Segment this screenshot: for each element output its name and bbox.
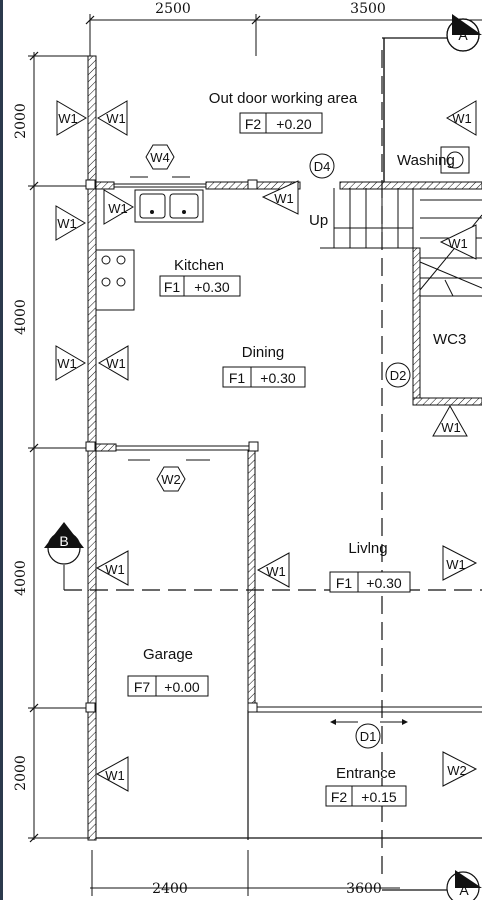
staircase: Up [309,188,482,297]
w1-tag-13: W1 [446,557,466,572]
room-dining-floor: F1 [229,370,246,386]
dim-left-4: 2000 [13,755,29,791]
dimension-top: 2500 3500 [85,1,482,56]
w1-tag-6: W1 [274,191,294,206]
section-lines [63,50,482,880]
section-a-top-label: A [458,27,468,43]
room-kitchen: Kitchen F1 +0.30 [159,257,241,297]
w1-tag-12: W1 [266,564,286,579]
window-tags: W1 W1 W1 W1 W1 W1 W1 W1 W1 W1 W1 W1 W1 [55,100,478,792]
room-dining-level: +0.30 [260,370,296,386]
room-living-name: Livlng [348,540,387,557]
room-outdoor-name: Out door working area [209,90,358,107]
w1-tag-14: W1 [105,768,125,783]
w2-tag-entrance: W2 [447,763,467,778]
room-kitchen-level: +0.30 [194,279,230,295]
w1-tag-5: W1 [108,201,128,216]
frame-edge [0,0,3,900]
walls [85,38,482,841]
d1-tag: D1 [360,729,377,744]
room-entrance-name: Entrance [336,765,396,782]
kitchen-sink [134,189,204,223]
room-living: Livlng F1 +0.30 [329,540,411,593]
w1-tag-3: W1 [452,111,472,126]
room-garage-floor: F7 [134,679,151,695]
w2-tag-garage: W2 [161,472,181,487]
w1-tag-2: W1 [106,111,126,126]
room-outdoor: Out door working area F2 +0.20 [209,90,358,134]
room-living-level: +0.30 [366,575,402,591]
room-garage-name: Garage [143,646,193,663]
room-outdoor-floor: F2 [245,116,262,132]
room-garage: Garage F7 +0.00 [127,646,209,697]
room-garage-level: +0.00 [164,679,200,695]
dim-top-1: 2500 [155,1,191,17]
dim-left-3: 4000 [13,560,29,596]
w1-tag-8: W1 [57,356,77,371]
room-wc-name: WC3 [433,331,466,348]
room-kitchen-name: Kitchen [174,257,224,274]
d2-tag: D2 [390,368,407,383]
washing-machine [440,146,470,174]
room-dining: Dining F1 +0.30 [222,344,306,388]
section-marker-b: B [44,522,84,565]
stair-up-label: Up [309,212,328,229]
w1-tag-11: W1 [105,562,125,577]
dim-left-2: 4000 [13,299,29,335]
dim-bottom-1: 2400 [152,881,188,897]
room-washing-name: Washing [397,152,455,169]
room-kitchen-floor: F1 [164,279,181,295]
w1-tag-7: W1 [448,236,468,251]
dim-top-2: 3500 [350,1,386,17]
room-dining-name: Dining [242,344,285,361]
w4-tag: W4 [150,150,170,165]
room-entrance-floor: F2 [331,789,348,805]
d4-tag: D4 [314,159,331,174]
room-living-floor: F1 [336,575,353,591]
dimension-left: 2000 4000 4000 2000 [13,51,90,843]
dim-bottom-2: 3600 [346,881,382,897]
dimension-bottom: 2400 3600 [90,850,400,897]
w1-tag-4: W1 [57,216,77,231]
w1-tag-10: W1 [441,420,461,435]
section-b-label: B [59,533,68,549]
room-entrance-level: +0.15 [361,789,397,805]
door-tags: D4 D2 D1 [309,153,411,749]
room-outdoor-level: +0.20 [276,116,312,132]
dim-left-1: 2000 [13,103,29,139]
hex-tags: W4 W2 [128,144,210,492]
kitchen-stove [95,249,135,311]
room-entrance: Entrance F2 +0.15 [325,765,407,807]
w1-tag-1: W1 [58,111,78,126]
section-marker-a-top: A [382,14,482,52]
section-a-bottom-label: A [459,882,469,898]
w1-tag-9: W1 [106,356,126,371]
section-marker-a-bottom: A [382,870,482,900]
